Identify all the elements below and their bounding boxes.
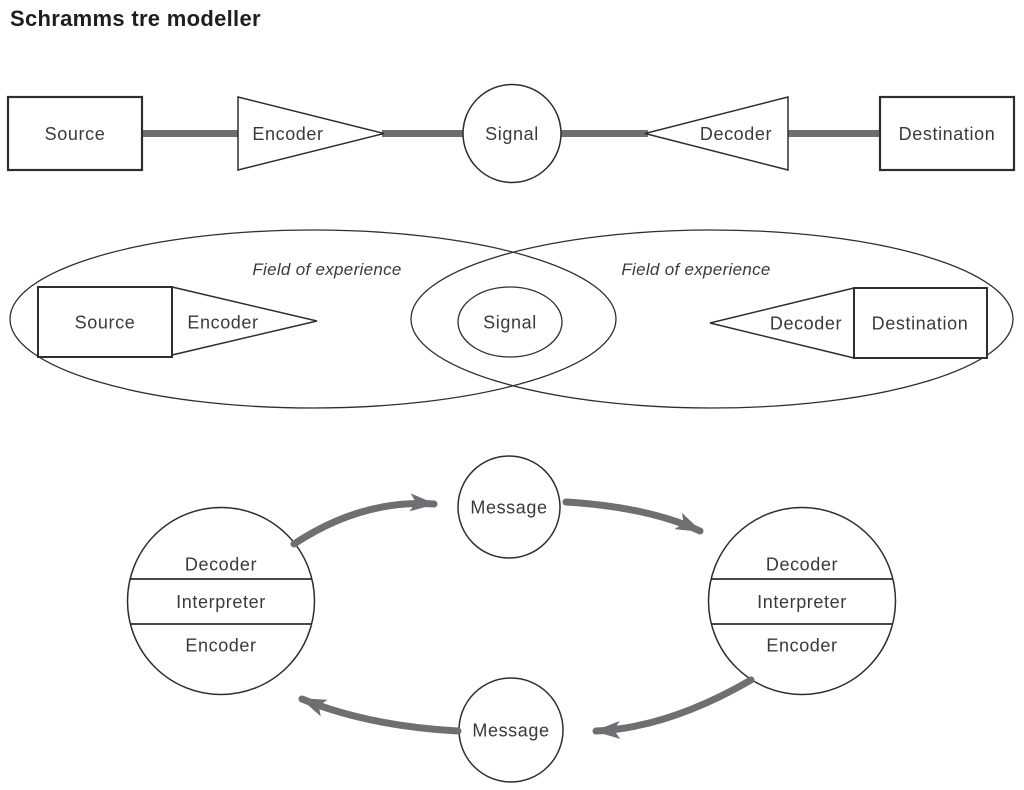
source-label: Source [45,124,106,144]
source-box [37,286,173,358]
encoder-label: Encoder [187,312,258,332]
left-decoder-label: Decoder [185,554,257,574]
decoder-triangle [644,96,789,171]
field-label-left: Field of experience [252,260,401,279]
signal-label: Signal [483,312,537,332]
signal-circle [462,83,562,184]
right-actor-circle [707,506,897,696]
encoder-triangle [237,96,385,171]
left-actor-circle [126,506,316,696]
message-bottom-label: Message [472,720,549,740]
arrow-left-to-top-message [290,493,438,548]
left-interpreter-label: Interpreter [176,592,266,612]
figure-title: Schramms tre modeller [10,6,261,31]
arrow-top-message-to-right [562,498,704,535]
destination-box [878,95,1016,172]
encoder-label: Encoder [252,124,323,144]
right-interpreter-label: Interpreter [757,592,847,612]
destination-box [853,287,988,359]
signal-label: Signal [485,124,539,144]
destination-label: Destination [899,124,996,144]
source-label: Source [75,312,136,332]
destination-label: Destination [872,313,969,333]
field-ellipse-left [9,229,617,409]
arrow-right-to-bottom-message [592,676,755,739]
signal-ellipse [457,286,563,358]
right-decoder-label: Decoder [766,554,838,574]
message-top-label: Message [470,497,547,517]
right-encoder-label: Encoder [766,635,837,655]
left-encoder-label: Encoder [185,635,256,655]
arrow-bottom-message-to-left [298,695,462,735]
field-label-right: Field of experience [621,260,770,279]
experience-model: Field of experience Field of experience … [9,229,1014,409]
source-box [6,95,144,172]
linear-model: Source Encoder Signal Decoder Destinatio… [6,83,1016,184]
message-top-circle [457,455,561,559]
circular-model: Decoder Interpreter Encoder Decoder Inte… [126,455,897,783]
decoder-label: Decoder [770,313,842,333]
field-ellipse-right [410,229,1014,409]
decoder-label: Decoder [700,124,772,144]
